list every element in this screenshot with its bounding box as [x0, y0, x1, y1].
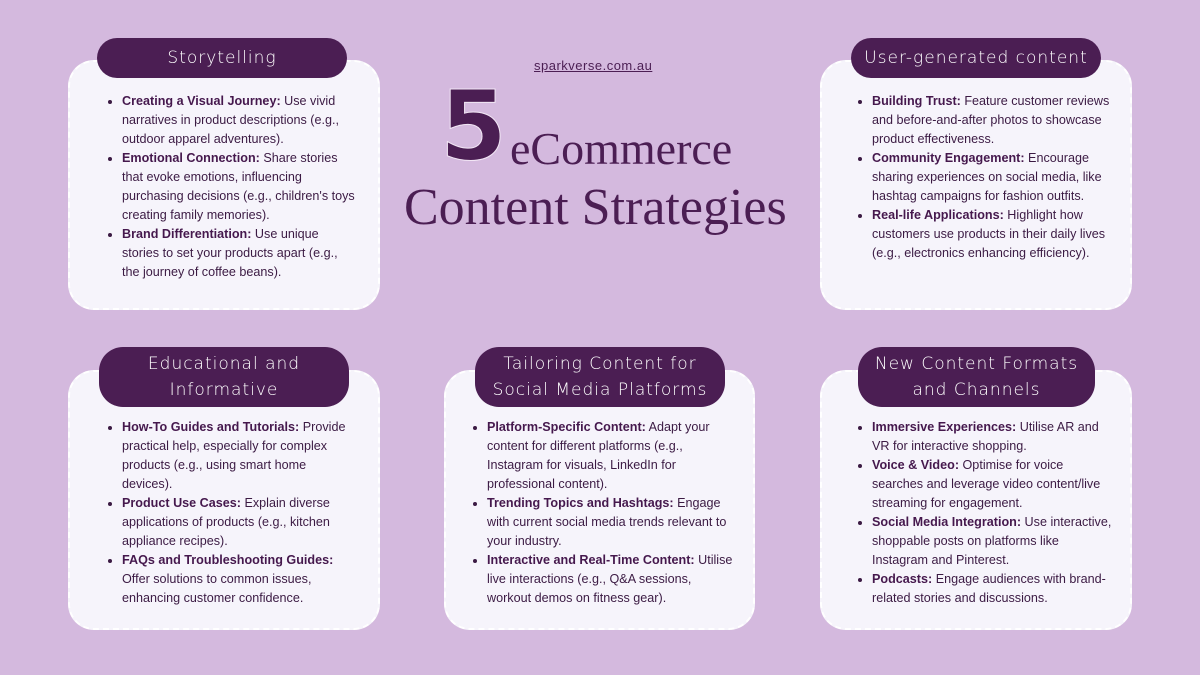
- item-heading: Trending Topics and Hashtags:: [487, 496, 674, 510]
- list-item: Real-life Applications: Highlight how cu…: [858, 206, 1113, 263]
- strategy-card: [820, 370, 1132, 630]
- strategy-list: Creating a Visual Journey: Use vivid nar…: [108, 92, 358, 282]
- item-heading: FAQs and Troubleshooting Guides:: [122, 553, 334, 567]
- strategy-card: [820, 60, 1132, 310]
- item-heading: Podcasts:: [872, 572, 933, 586]
- card-title-line: Social Media Platforms: [492, 380, 708, 400]
- item-heading: Community Engagement:: [872, 151, 1025, 165]
- strategy-card: [444, 370, 755, 630]
- list-item: Platform-Specific Content: Adapt your co…: [473, 418, 733, 494]
- item-heading: Real-life Applications:: [872, 208, 1004, 222]
- card-title-line: Informative: [169, 380, 279, 400]
- item-text: Use unique stories to set your products …: [122, 227, 338, 279]
- list-item: Interactive and Real-Time Content: Utili…: [473, 551, 733, 608]
- strategy-list: How-To Guides and Tutorials: Provide pra…: [108, 418, 358, 608]
- list-item: Emotional Connection: Share stories that…: [108, 149, 358, 225]
- item-text: Use interactive, shoppable posts on plat…: [872, 515, 1112, 567]
- item-text: Utilise AR and VR for interactive shoppi…: [872, 420, 1099, 453]
- card-title-line: Storytelling: [167, 48, 277, 68]
- item-heading: Voice & Video:: [872, 458, 960, 472]
- item-heading: Building Trust:: [872, 94, 961, 108]
- list-item: Creating a Visual Journey: Use vivid nar…: [108, 92, 358, 149]
- card-title-line: and Channels: [912, 380, 1041, 400]
- item-heading: Brand Differentiation:: [122, 227, 252, 241]
- site-link[interactable]: sparkverse.com.au: [534, 58, 653, 73]
- card-title-line: Tailoring Content for: [503, 354, 697, 374]
- card-title: User-generated content: [851, 38, 1101, 78]
- strategy-list: Immersive Experiences: Utilise AR and VR…: [858, 418, 1113, 608]
- item-text: Use vivid narratives in product descript…: [122, 94, 339, 146]
- item-heading: Creating a Visual Journey:: [122, 94, 281, 108]
- item-text: Engage with current social media trends …: [487, 496, 727, 548]
- item-text: Optimise for voice searches and leverage…: [872, 458, 1101, 510]
- strategy-card: [68, 60, 380, 310]
- item-heading: Emotional Connection:: [122, 151, 260, 165]
- item-text: Adapt your content for different platfor…: [487, 420, 710, 491]
- item-heading: Interactive and Real-Time Content:: [487, 553, 695, 567]
- card-title-line: User-generated content: [864, 48, 1088, 68]
- list-item: Building Trust: Feature customer reviews…: [858, 92, 1113, 149]
- item-text: Offer solutions to common issues, enhanc…: [122, 572, 312, 605]
- item-heading: Product Use Cases:: [122, 496, 241, 510]
- item-text: Utilise live interactions (e.g., Q&A ses…: [487, 553, 733, 605]
- item-heading: Immersive Experiences:: [872, 420, 1017, 434]
- list-item: Brand Differentiation: Use unique storie…: [108, 225, 358, 282]
- card-title-line: Educational and: [147, 354, 301, 374]
- item-text: Highlight how customers use products in …: [872, 208, 1106, 260]
- list-item: Voice & Video: Optimise for voice search…: [858, 456, 1113, 513]
- number-five-logo: 5: [440, 70, 508, 182]
- list-item: How-To Guides and Tutorials: Provide pra…: [108, 418, 358, 494]
- item-text: Feature customer reviews and before-and-…: [872, 94, 1110, 146]
- title-line-2: Content Strategies: [404, 179, 787, 236]
- item-heading: Platform-Specific Content:: [487, 420, 646, 434]
- strategy-list: Building Trust: Feature customer reviews…: [858, 92, 1113, 263]
- card-title: New Content Formats and Channels: [858, 347, 1095, 407]
- title-line-1: eCommerce: [510, 123, 733, 174]
- strategy-list: Platform-Specific Content: Adapt your co…: [473, 418, 733, 608]
- list-item: Social Media Integration: Use interactiv…: [858, 513, 1113, 570]
- item-text: Explain diverse applications of products…: [122, 496, 330, 548]
- list-item: Podcasts: Engage audiences with brand-re…: [858, 570, 1113, 608]
- item-text: Provide practical help, especially for c…: [122, 420, 346, 491]
- strategy-card: [68, 370, 380, 630]
- list-item: FAQs and Troubleshooting Guides: Offer s…: [108, 551, 358, 608]
- card-title: Storytelling: [97, 38, 347, 78]
- list-item: Immersive Experiences: Utilise AR and VR…: [858, 418, 1113, 456]
- list-item: Trending Topics and Hashtags: Engage wit…: [473, 494, 733, 551]
- item-text: Encourage sharing experiences on social …: [872, 151, 1102, 203]
- card-title-line: New Content Formats: [874, 354, 1079, 374]
- item-text: Engage audiences with brand-related stor…: [872, 572, 1106, 605]
- list-item: Product Use Cases: Explain diverse appli…: [108, 494, 358, 551]
- list-item: Community Engagement: Encourage sharing …: [858, 149, 1113, 206]
- item-heading: How-To Guides and Tutorials:: [122, 420, 300, 434]
- item-heading: Social Media Integration:: [872, 515, 1022, 529]
- item-text: Share stories that evoke emotions, influ…: [122, 151, 355, 222]
